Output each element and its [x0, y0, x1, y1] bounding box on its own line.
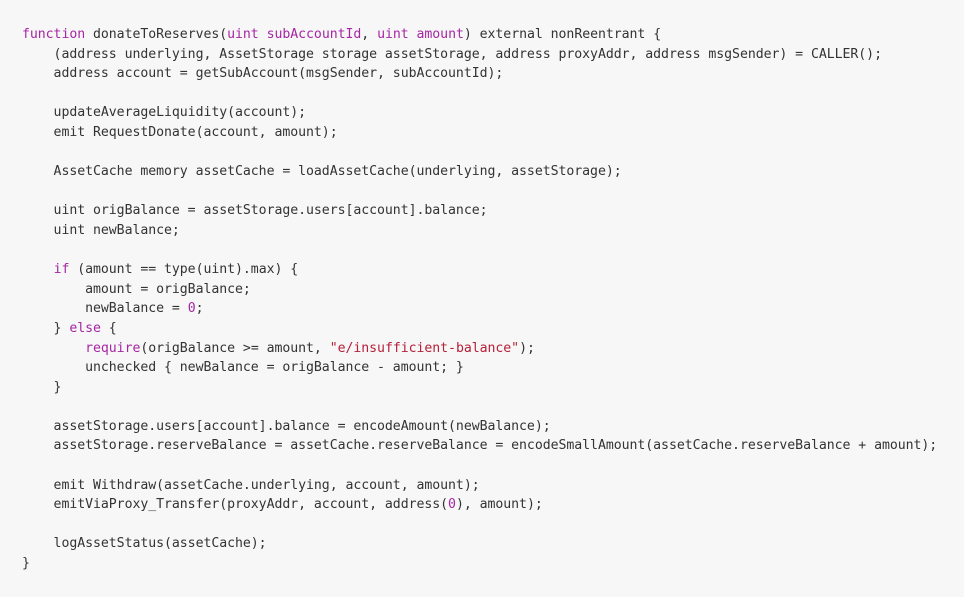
code-token: uint newBalance;: [22, 222, 180, 238]
code-token: (amount == type(uint).max) {: [69, 262, 299, 278]
code-line: ​: [22, 397, 964, 417]
code-token: AssetCache memory assetCache = loadAsset…: [22, 164, 622, 180]
code-line: require(origBalance >= amount, "e/insuff…: [22, 339, 964, 359]
code-line: amount = origBalance;: [22, 280, 964, 300]
code-token: }: [22, 320, 70, 336]
code-line: ​: [22, 515, 964, 535]
code-token: updateAverageLiquidity(account);: [22, 105, 307, 121]
code-line: logAssetStatus(assetCache);: [22, 534, 964, 554]
code-line: newBalance = 0;: [22, 299, 964, 319]
code-line: function donateToReserves(uint subAccoun…: [22, 25, 964, 45]
code-token: [22, 262, 54, 277]
code-token: else: [69, 320, 101, 336]
code-token: address account = getSubAccount(msgSende…: [22, 66, 504, 82]
code-token: [259, 27, 267, 42]
code-line: ​: [22, 182, 964, 202]
code-line: ​: [22, 241, 964, 261]
code-token: ;: [195, 301, 204, 317]
code-token: amount = origBalance;: [22, 281, 251, 297]
code-token: uint origBalance = assetStorage.users[ac…: [22, 203, 488, 219]
code-line: ​: [22, 456, 964, 476]
code-token: ) external nonReentrant {: [463, 27, 662, 42]
code-token: newBalance =: [22, 301, 188, 317]
code-token: if: [53, 262, 70, 278]
code-line: if (amount == type(uint).max) {: [22, 260, 964, 280]
code-line: emitViaProxy_Transfer(proxyAddr, account…: [22, 495, 964, 515]
code-token: logAssetStatus(assetCache);: [22, 536, 267, 552]
code-token: unchecked { newBalance = origBalance - a…: [22, 360, 464, 376]
code-token: "e/insufficient-balance": [329, 340, 520, 356]
code-token: 0: [448, 497, 456, 513]
code-token: subAccountId: [266, 27, 362, 42]
code-token: uint: [377, 27, 409, 42]
code-token: emit RequestDonate(account, amount);: [22, 124, 338, 140]
code-token: ,: [361, 27, 378, 42]
code-line: updateAverageLiquidity(account);: [22, 103, 964, 123]
code-line: emit RequestDonate(account, amount);: [22, 123, 964, 143]
code-token: }: [22, 556, 30, 572]
code-token: amount: [416, 27, 464, 42]
code-token: donateToReserves(: [85, 27, 228, 42]
code-token: function: [22, 27, 86, 42]
code-token: (origBalance >= amount,: [140, 340, 330, 356]
code-token: assetStorage.reserveBalance = assetCache…: [22, 438, 938, 454]
code-token: 0: [187, 301, 196, 317]
code-line: uint origBalance = assetStorage.users[ac…: [22, 201, 964, 221]
code-token: [22, 341, 85, 356]
code-token: (address underlying, AssetStorage storag…: [22, 46, 882, 62]
code-line: assetStorage.reserveBalance = assetCache…: [22, 436, 964, 456]
code-token: );: [519, 340, 535, 356]
code-token: require: [85, 340, 141, 356]
code-token: {: [100, 320, 117, 336]
code-token: emit Withdraw(assetCache.underlying, acc…: [22, 477, 480, 493]
code-line: }: [22, 554, 964, 574]
code-line: } else {: [22, 319, 964, 339]
code-line: uint newBalance;: [22, 221, 964, 241]
code-token: ), amount);: [455, 497, 543, 513]
code-token: emitViaProxy_Transfer(proxyAddr, account…: [22, 497, 449, 513]
code-line: unchecked { newBalance = origBalance - a…: [22, 358, 964, 378]
code-line: emit Withdraw(assetCache.underlying, acc…: [22, 476, 964, 496]
code-line: address account = getSubAccount(msgSende…: [22, 64, 964, 84]
code-token: [409, 27, 417, 42]
code-line: ​: [22, 84, 964, 104]
code-line: assetStorage.users[account].balance = en…: [22, 417, 964, 437]
code-token: }: [22, 379, 62, 395]
code-line: AssetCache memory assetCache = loadAsset…: [22, 162, 964, 182]
code-token: assetStorage.users[account].balance = en…: [22, 418, 551, 434]
code-line: ​: [22, 143, 964, 163]
code-token: uint: [227, 27, 259, 42]
code-line: }: [22, 378, 964, 398]
code-line: (address underlying, AssetStorage storag…: [22, 45, 964, 65]
